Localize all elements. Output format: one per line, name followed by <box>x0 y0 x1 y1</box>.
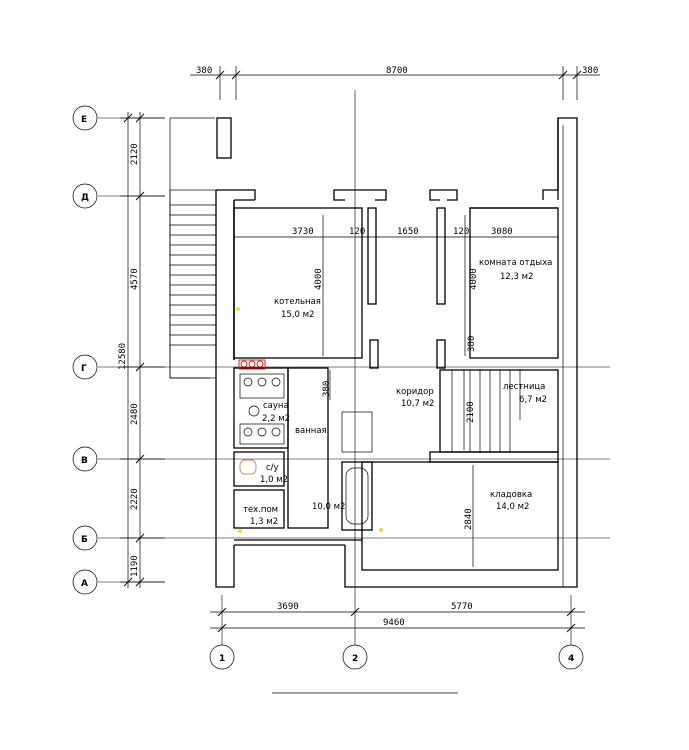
interior-dimensions: 3730 120 1650 120 3080 4000 4000 380 380… <box>234 215 558 567</box>
marker-dot <box>236 307 240 311</box>
heater-icon <box>248 405 260 417</box>
axis-circle-e <box>72 105 98 131</box>
axis-label-e: Е <box>81 115 87 125</box>
room-stairs-area: 6,7 м2 <box>519 395 547 405</box>
axis-label-1: 1 <box>219 654 225 664</box>
dim-room-3: 1650 <box>397 227 419 237</box>
left-dimension-chain: 2120 4570 12580 2480 2220 1190 <box>118 112 165 588</box>
sauna-benches <box>239 373 285 445</box>
dim-left-4: 2220 <box>130 488 140 510</box>
column-axes: 1 2 4 <box>209 90 584 670</box>
dim-room-5: 3080 <box>491 227 513 237</box>
axis-label-g: Г <box>81 364 87 374</box>
room-sauna-area: 2,2 м2 <box>262 414 290 424</box>
axis-label-b: Б <box>81 535 88 545</box>
bathtub-icon <box>345 467 369 525</box>
dim-boiler-height: 4000 <box>314 268 324 290</box>
room-tech-name: тех.пом <box>243 505 278 515</box>
dim-room-1: 3730 <box>292 227 314 237</box>
axis-circle-d <box>72 183 98 209</box>
dim-stair-width: 2100 <box>466 401 476 423</box>
dim-left-2: 4570 <box>130 268 140 290</box>
room-rest-name: комната отдыха <box>479 258 552 268</box>
marker-dot <box>379 528 383 532</box>
dim-left-total: 12580 <box>118 343 128 370</box>
exterior-walls <box>169 117 578 588</box>
room-bath-area: 10,0 м2 <box>312 502 345 512</box>
dim-top-left: 380 <box>196 66 212 76</box>
dim-room-4: 120 <box>453 227 469 237</box>
dim-rest-offset: 380 <box>467 336 477 352</box>
dim-left-1: 2120 <box>130 143 140 165</box>
top-dimension-chain: 380 8700 380 <box>190 66 600 100</box>
room-rest-area: 12,3 м2 <box>500 272 533 282</box>
axis-circle-1 <box>209 644 235 670</box>
axis-circle-v <box>72 446 98 472</box>
dim-bottom-right: 5770 <box>451 602 473 612</box>
dim-room-2: 120 <box>349 227 365 237</box>
room-bath-name: ванная <box>295 426 327 436</box>
room-storage-area: 14,0 м2 <box>496 502 529 512</box>
dim-top-right: 380 <box>582 66 598 76</box>
internal-stairs <box>451 370 521 452</box>
dim-left-5: 1190 <box>130 555 140 577</box>
room-storage-name: кладовка <box>490 490 532 500</box>
room-stairs-name: лестница <box>503 382 545 392</box>
toilet-icon <box>239 459 257 475</box>
row-axes: Е Д Г В Б А <box>72 105 610 595</box>
dim-rest-height: 4000 <box>469 268 479 290</box>
dim-storage-height: 2840 <box>464 508 474 530</box>
room-corridor-area: 10,7 м2 <box>401 399 434 409</box>
axis-circle-b <box>72 525 98 551</box>
dim-left-3: 2480 <box>130 403 140 425</box>
room-sauna-name: сауна <box>263 401 289 411</box>
red-markers <box>238 359 266 370</box>
external-stairs <box>169 189 217 379</box>
axis-label-4: 4 <box>568 654 574 664</box>
axis-label-a: А <box>81 579 88 589</box>
room-corridor-name: коридор <box>396 387 434 397</box>
interior-walls <box>233 207 559 571</box>
axis-circle-g <box>72 354 98 380</box>
bottom-dimension-chain: 3690 5770 9460 <box>210 602 585 633</box>
room-labels: котельная 15,0 м2 комната отдыха 12,3 м2… <box>243 258 552 527</box>
axis-label-v: В <box>81 456 88 466</box>
room-boiler-name: котельная <box>274 297 321 307</box>
room-tech-area: 1,3 м2 <box>250 517 278 527</box>
dim-bottom-total: 9460 <box>383 618 405 628</box>
axis-circle-2 <box>342 644 368 670</box>
axis-circle-a <box>72 569 98 595</box>
axis-label-2: 2 <box>352 654 358 664</box>
dim-top-main: 8700 <box>386 66 408 76</box>
room-wc-name: с/у <box>266 463 279 473</box>
dim-bottom-left: 3690 <box>277 602 299 612</box>
axis-circle-4 <box>558 644 584 670</box>
axis-label-d: Д <box>81 193 89 203</box>
dim-corridor-offset: 380 <box>322 381 332 397</box>
marker-dot <box>238 529 242 533</box>
room-boiler-area: 15,0 м2 <box>281 310 314 320</box>
room-wc-area: 1,0 м2 <box>260 475 288 485</box>
